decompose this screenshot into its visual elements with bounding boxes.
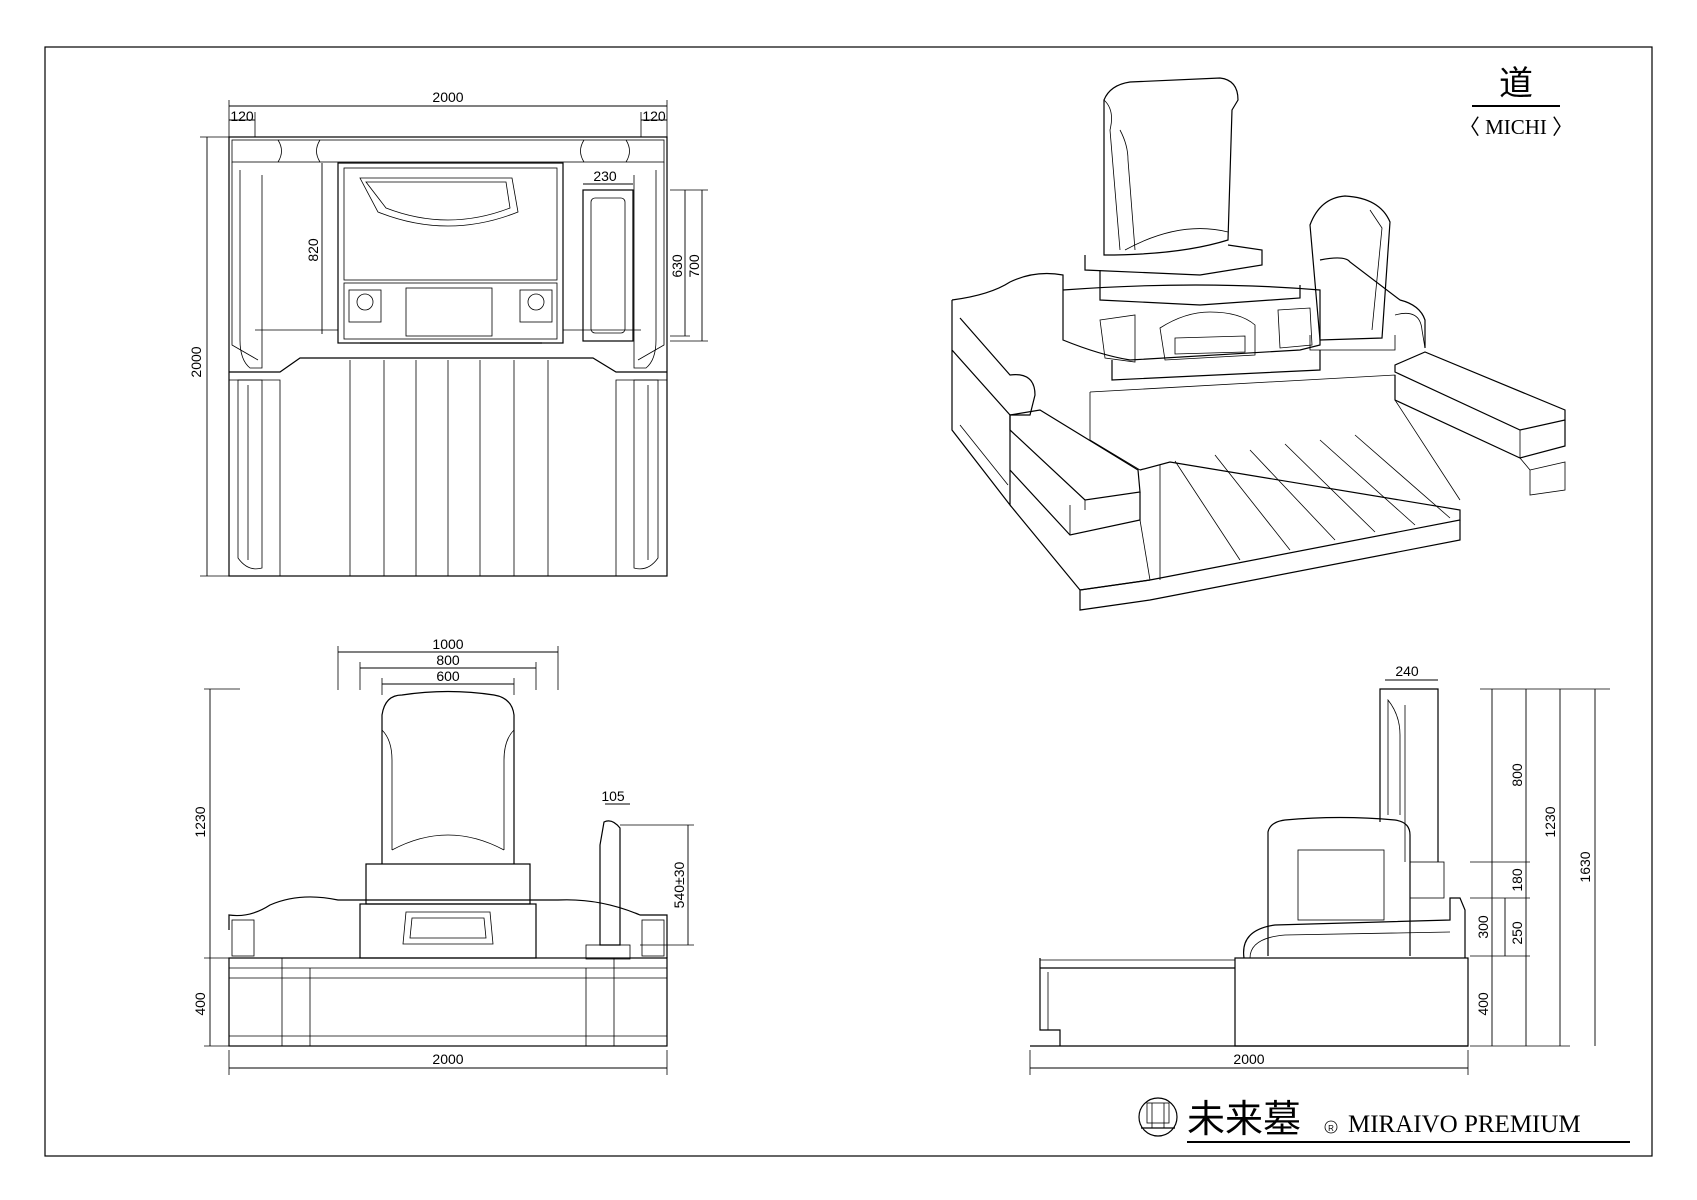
side-stele xyxy=(1267,816,1411,956)
dim-plan-inner-depth: 820 xyxy=(305,238,321,262)
dim-side-800: 800 xyxy=(1509,763,1525,787)
iso-stele xyxy=(1309,195,1391,341)
iso-base-block xyxy=(1062,284,1321,361)
dim-front-600: 600 xyxy=(436,668,460,684)
dim-front-width: 2000 xyxy=(432,1051,463,1067)
dim-plan-margin-left: 120 xyxy=(230,108,254,124)
dim-front-400: 400 xyxy=(192,992,208,1016)
dim-plan-margin-right: 120 xyxy=(642,108,666,124)
front-stele xyxy=(599,820,621,946)
dim-plan-vase-width: 230 xyxy=(593,168,617,184)
brand-name-en: MIRAIVO PREMIUM xyxy=(1348,1111,1581,1138)
title-kanji: 道 xyxy=(1499,64,1533,104)
dim-side-300: 300 xyxy=(1475,915,1491,939)
dim-front-1000: 1000 xyxy=(432,636,463,652)
brand-logo-icon xyxy=(1138,1097,1178,1137)
dim-front-stele-thick: 105 xyxy=(601,788,625,804)
front-view: 1000 800 600 1230 400 105 540±30 2000 xyxy=(192,636,694,1075)
front-gravestone xyxy=(381,690,515,864)
isometric-view xyxy=(951,77,1566,611)
dim-side-thickness: 240 xyxy=(1395,663,1419,679)
side-gravestone xyxy=(1379,688,1439,862)
side-base xyxy=(1234,957,1469,1047)
brand-block: 未来墓 R MIRAIVO PREMIUM xyxy=(1138,1097,1630,1143)
brand-name-jp: 未来墓 xyxy=(1187,1097,1301,1141)
plan-view: 2000 120 120 2000 820 230 630 700 xyxy=(188,89,708,577)
dim-plan-depth: 2000 xyxy=(188,346,204,377)
iso-floor xyxy=(1139,461,1461,581)
dim-side-1630: 1630 xyxy=(1577,851,1593,882)
dim-plan-width: 2000 xyxy=(432,89,463,105)
dim-side-180: 180 xyxy=(1509,868,1525,892)
dim-plan-vase-630: 630 xyxy=(669,254,685,278)
dim-plan-vase-700: 700 xyxy=(686,254,702,278)
dim-front-800: 800 xyxy=(436,652,460,668)
dim-side-250: 250 xyxy=(1509,921,1525,945)
iso-gravestone xyxy=(1103,77,1239,256)
dim-front-1230: 1230 xyxy=(192,806,208,837)
dim-side-width: 2000 xyxy=(1233,1051,1264,1067)
dim-side-400: 400 xyxy=(1475,992,1491,1016)
title-block: 道 〈 MICHI 〉 xyxy=(1459,64,1573,139)
sheet-border xyxy=(44,46,1653,1157)
registered-mark: R xyxy=(1328,1124,1334,1133)
side-view: 240 800 1230 1630 180 300 250 400 2000 xyxy=(1029,663,1610,1075)
dim-front-stele-height: 540±30 xyxy=(671,861,687,908)
registered-mark-icon xyxy=(1324,1120,1338,1134)
dim-side-1230: 1230 xyxy=(1542,806,1558,837)
plan-vase xyxy=(582,189,634,342)
title-romaji: 〈 MICHI 〉 xyxy=(1459,115,1573,139)
front-base xyxy=(228,957,668,1047)
